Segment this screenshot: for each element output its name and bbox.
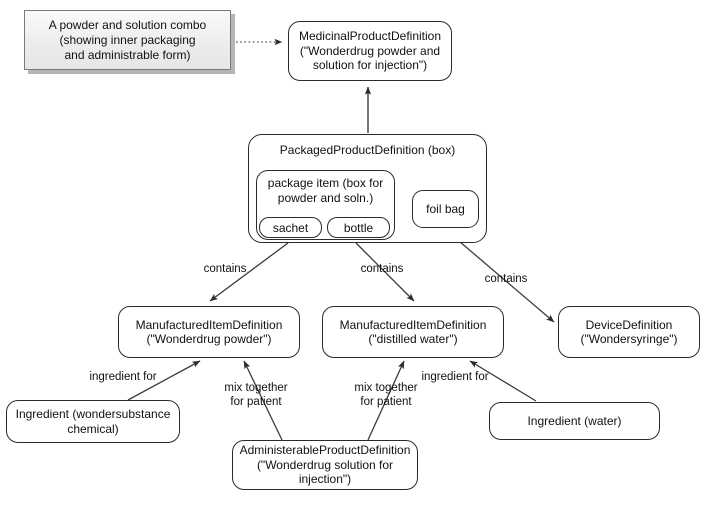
node-label: Ingredient (wondersubstance chemical): [15, 407, 171, 436]
edge-label-contains-device: contains: [484, 273, 528, 285]
node-ingredient-water[interactable]: Ingredient (water): [489, 402, 660, 440]
package-item-title: package item (box for powder and soln.): [267, 176, 384, 205]
node-medicinal-product-definition[interactable]: MedicinalProductDefinition ("Wonderdrug …: [288, 21, 452, 81]
edge-label-contains-water: contains: [360, 263, 404, 275]
node-manufactured-item-powder[interactable]: ManufacturedItemDefinition ("Wonderdrug …: [118, 306, 300, 358]
node-device-definition[interactable]: DeviceDefinition ("Wondersyringe"): [558, 306, 700, 358]
edge-label-ingredient-for-chemical: ingredient for: [89, 371, 157, 383]
note-box: A powder and solution combo (showing inn…: [24, 10, 231, 70]
node-sachet[interactable]: sachet: [259, 217, 322, 238]
node-label: Ingredient (water): [527, 413, 622, 428]
node-label: ManufacturedItemDefinition ("distilled w…: [339, 317, 487, 347]
node-foil-bag[interactable]: foil bag: [412, 190, 479, 228]
edge-label-mix-together-left: mix together for patient: [224, 382, 288, 408]
node-label: MedicinalProductDefinition ("Wonderdrug …: [298, 29, 442, 73]
node-manufactured-item-water[interactable]: ManufacturedItemDefinition ("distilled w…: [322, 306, 504, 358]
sachet-label: sachet: [272, 220, 309, 235]
edge-label-mix-together-right: mix together for patient: [354, 382, 418, 408]
edge-label-ingredient-for-water: ingredient for: [421, 371, 489, 383]
note-text: A powder and solution combo (showing inn…: [48, 17, 207, 62]
node-label: DeviceDefinition ("Wondersyringe"): [580, 317, 678, 347]
node-package-item[interactable]: package item (box for powder and soln.): [256, 170, 395, 240]
node-label: ManufacturedItemDefinition ("Wonderdrug …: [135, 317, 283, 347]
foil-bag-label: foil bag: [426, 202, 465, 216]
node-bottle[interactable]: bottle: [327, 217, 390, 238]
node-label: AdministerableProductDefinition ("Wonder…: [239, 443, 411, 487]
edge-label-contains-powder: contains: [203, 263, 247, 275]
node-administerable-product-definition[interactable]: AdministerableProductDefinition ("Wonder…: [232, 440, 418, 490]
node-ingredient-chemical[interactable]: Ingredient (wondersubstance chemical): [6, 400, 180, 443]
bottle-label: bottle: [343, 220, 374, 235]
packaged-product-title: PackagedProductDefinition (box): [279, 143, 456, 157]
